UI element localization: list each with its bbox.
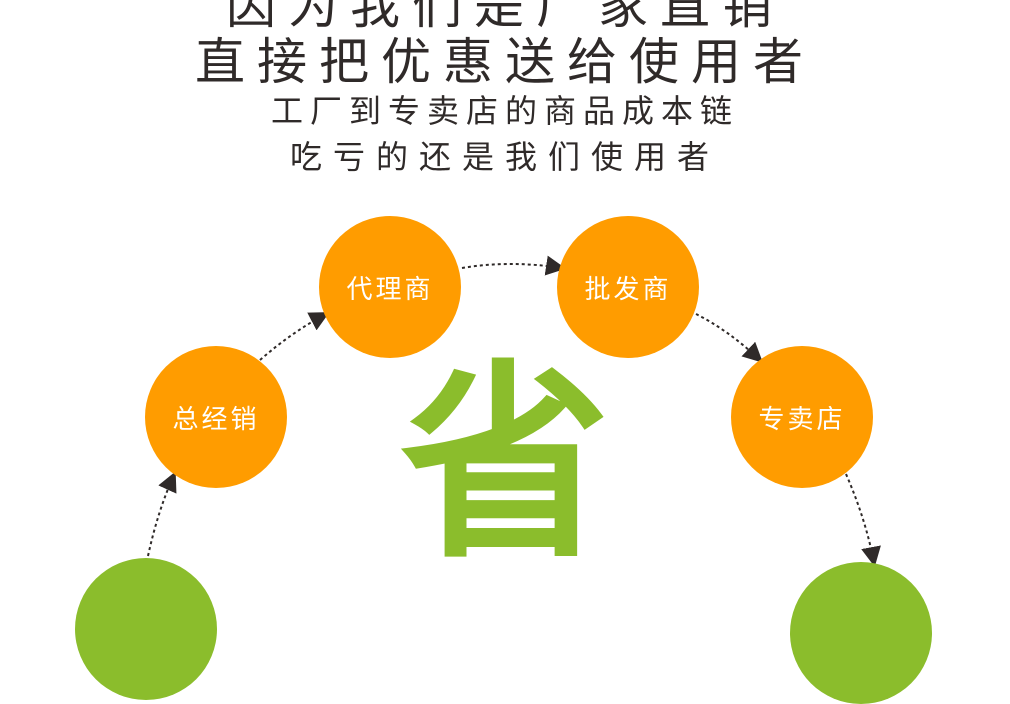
circle-agent: 代理商 — [319, 216, 461, 358]
start-circle — [75, 558, 217, 700]
arrow-store-to-end — [845, 473, 881, 567]
save-character: 省 — [400, 342, 611, 587]
arrow-wholesaler-to-store — [695, 313, 763, 363]
subheading-line-1: 工厂到专卖店的商品成本链 — [270, 92, 739, 130]
heading-line-1: 因为我们是厂家直销 — [226, 0, 784, 35]
arrow-start-to-distributor — [147, 471, 177, 557]
circle-general-distributor: 总经销 — [145, 346, 287, 488]
end-circle — [790, 562, 932, 704]
chain-arrows — [147, 255, 881, 567]
heading-line-2: 直接把优惠送给使用者 — [195, 33, 815, 91]
arrow-distributor-to-agent — [259, 312, 330, 361]
circle-store: 专卖店 — [731, 346, 873, 488]
arrow-agent-to-wholesaler — [461, 255, 566, 276]
circle-wholesaler: 批发商 — [557, 216, 699, 358]
subheading-line-2: 吃亏的还是我们使用者 — [289, 138, 720, 176]
